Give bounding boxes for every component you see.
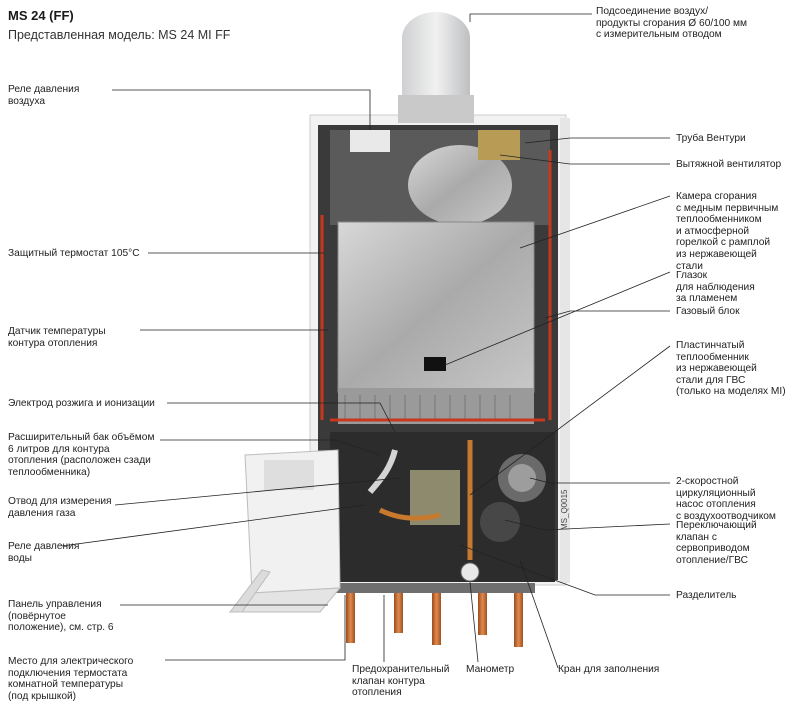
label-water-pressure-relay: Реле давления воды (8, 541, 80, 564)
label-air-pressure-relay: Реле давления воздуха (8, 84, 80, 107)
label-venturi-tube: Труба Вентури (676, 133, 746, 144)
label-ignition-electrode: Электрод розжига и ионизации (8, 398, 155, 409)
label-flue-connection: Подсоединение воздух/ продукты сгорания … (596, 6, 748, 41)
label-gas-block: Газовый блок (676, 306, 740, 317)
label-thermostat-connection: Место для электрического подключения тер… (8, 656, 134, 702)
label-expansion-tank: Расширительный бак объёмом 6 литров для … (8, 432, 155, 478)
label-separator: Разделитель (676, 590, 737, 601)
label-control-panel: Панель управления (повёрнутое положение)… (8, 599, 114, 634)
label-heating-temp-sensor: Датчик температуры контура отопления (8, 326, 106, 349)
label-flame-window: Глазок для наблюдения за пламенем (676, 270, 755, 305)
label-gas-pressure-port: Отвод для измерения давления газа (8, 496, 112, 519)
page-title: MS 24 (FF) (8, 8, 74, 23)
label-safety-thermostat: Защитный термостат 105°C (8, 248, 140, 259)
page-subtitle: Представленная модель: MS 24 MI FF (8, 28, 231, 42)
image-code: MS_Q0015 (560, 489, 569, 530)
label-fill-tap: Кран для заполнения (558, 664, 660, 675)
label-safety-valve: Предохранительный клапан контура отоплен… (352, 664, 450, 699)
label-manometer: Манометр (466, 664, 515, 675)
label-exhaust-fan: Вытяжной вентилятор (676, 159, 782, 170)
label-diverter-valve: Переключающий клапан с сервоприводом ото… (676, 520, 757, 566)
label-plate-heat-exchanger: Пластинчатый теплообменник из нержавеюще… (676, 340, 786, 398)
label-circulation-pump: 2-скоростной циркуляционный насос отопле… (676, 476, 776, 522)
label-combustion-chamber: Камера сгорания с медным первичным тепло… (676, 191, 779, 272)
